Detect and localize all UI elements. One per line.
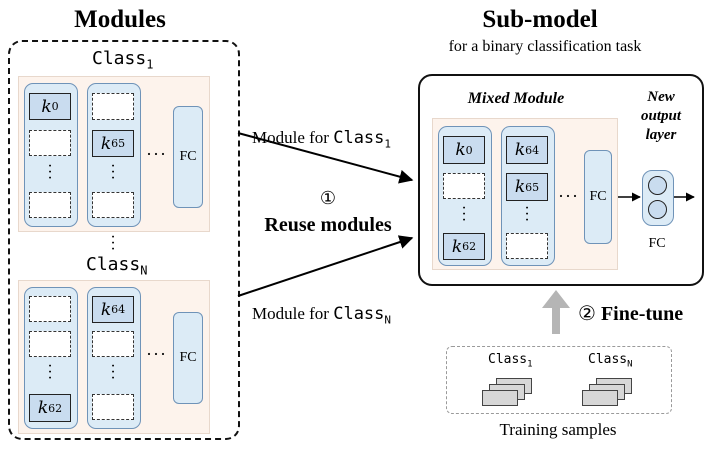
finetune-label: ② Fine-tune	[578, 301, 684, 325]
module-class1-label: Class1	[92, 48, 153, 72]
class-label-base: Class	[92, 48, 147, 69]
class-label-base: Class	[86, 254, 141, 275]
output-fc-label: FC	[648, 236, 666, 251]
empty-kernel-slot	[92, 192, 134, 218]
empty-kernel-slot	[506, 233, 548, 259]
horizontal-dots: ···	[558, 186, 579, 206]
training-samples-box	[446, 346, 672, 414]
mixed-module-title: Mixed Module	[467, 90, 565, 107]
sample-card	[582, 390, 618, 406]
training-classN-label: ClassN	[588, 352, 633, 370]
horizontal-dots: ···	[146, 344, 167, 364]
step-2-number: ②	[578, 301, 596, 325]
vertical-dots: ···	[47, 158, 53, 187]
empty-kernel-slot	[92, 394, 134, 420]
arrow-class1-to-submodel	[237, 132, 414, 184]
horizontal-dots: ···	[146, 144, 167, 164]
training-samples-label: Training samples	[499, 420, 617, 439]
training-class1-label: Class1	[488, 352, 533, 370]
class-label-sub: N	[140, 263, 148, 278]
arrow-classN-to-submodel	[237, 235, 414, 297]
empty-kernel-slot	[29, 130, 71, 156]
modules-title: Modules	[74, 6, 166, 33]
submodel-title: Sub-model	[482, 6, 598, 33]
class-label-sub: 1	[146, 57, 154, 72]
vertical-dots: ···	[461, 200, 467, 229]
modules-separator-dots: ···	[110, 229, 116, 258]
sample-card	[482, 390, 518, 406]
submodel-container	[418, 74, 704, 286]
output-neuron	[648, 176, 667, 195]
empty-kernel-slot	[92, 331, 134, 357]
reuse-modules-label: Reuse modules	[264, 214, 392, 236]
vertical-dots: ···	[524, 200, 530, 229]
vertical-dots: ···	[110, 358, 116, 387]
empty-kernel-slot	[29, 192, 71, 218]
empty-kernel-slot	[29, 296, 71, 322]
vertical-dots: ···	[110, 158, 116, 187]
empty-kernel-slot	[443, 173, 485, 199]
modules-container	[8, 40, 240, 440]
fc-layer: FC	[173, 312, 203, 404]
output-neuron	[648, 200, 667, 219]
step-1-number: ①	[319, 188, 337, 209]
submodel-subtitle: for a binary classification task	[448, 38, 642, 55]
module-classN-label: ClassN	[86, 254, 147, 278]
fc-layer: FC	[173, 106, 203, 208]
new-output-layer-title: New output layer	[640, 89, 682, 143]
arrow-classN-label: Module for ClassN	[252, 304, 392, 327]
empty-kernel-slot	[92, 93, 134, 120]
finetune-arrow	[542, 290, 570, 334]
arrow-class1-label: Module for Class1	[252, 128, 392, 151]
empty-kernel-slot	[29, 331, 71, 357]
vertical-dots: ···	[47, 358, 53, 387]
fc-layer: FC	[584, 150, 612, 244]
